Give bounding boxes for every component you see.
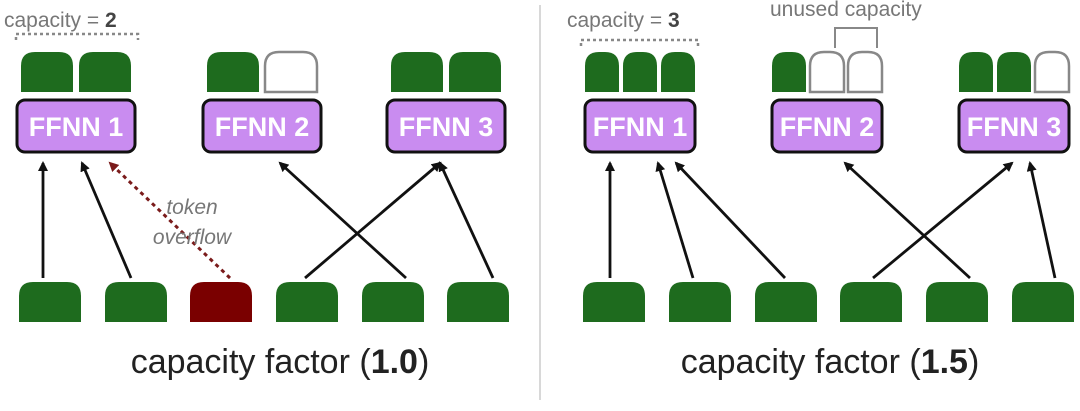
expert-label: FFNN 2 (215, 112, 310, 142)
arrows-left (38, 161, 495, 280)
expert-label: FFNN 3 (967, 112, 1062, 142)
routing-arrow (674, 161, 787, 279)
filled-slot (207, 52, 259, 92)
expert-box (583, 98, 697, 154)
filled-slot (585, 52, 619, 92)
filled-slot (661, 52, 695, 92)
expert-box (770, 98, 884, 154)
overflow-token (190, 282, 252, 322)
token (926, 282, 988, 322)
token (276, 282, 338, 322)
expert-box (201, 98, 323, 154)
filled-slot (21, 52, 73, 92)
token (840, 282, 902, 322)
filled-slot (79, 52, 131, 92)
routing-arrow (655, 161, 695, 279)
unused-capacity-bracket (834, 27, 878, 48)
empty-slot (808, 50, 846, 94)
capacity-factor-label-right: capacity factor (1.5) (681, 343, 980, 381)
filled-slot (391, 52, 443, 92)
capacity-bracket-left (14, 32, 140, 40)
capacity-label-right: capacity = 3 (567, 9, 680, 32)
expert-label: FFNN 1 (29, 112, 124, 142)
routing-arrow (438, 161, 495, 279)
capacity-label-left: capacity = 2 (4, 9, 117, 32)
tokens-right (583, 282, 1074, 322)
slots-left (21, 50, 501, 94)
filled-slot (772, 52, 806, 92)
expert-box (15, 98, 137, 154)
overflow-note-line2: overflow (153, 226, 233, 249)
token (583, 282, 645, 322)
empty-slot (846, 50, 884, 94)
expert-label: FFNN 3 (399, 112, 494, 142)
routing-arrow (278, 161, 407, 280)
token (447, 282, 509, 322)
capacity-bracket-right (579, 38, 700, 46)
expert-box (957, 98, 1071, 154)
panel-left: capacity = 2 FFNN 1 FFNN 2 FFNN 3 token ov… (4, 9, 509, 381)
token (362, 282, 424, 322)
routing-arrow (872, 161, 1014, 280)
filled-slot (997, 52, 1031, 92)
token (105, 282, 167, 322)
token (19, 282, 81, 322)
capacity-factor-label-left: capacity factor (1.0) (131, 343, 430, 381)
unused-capacity-note: unused capacity (770, 0, 922, 21)
tokens-left (19, 282, 509, 322)
expert-label: FFNN 2 (780, 112, 875, 142)
routing-arrow (304, 161, 442, 280)
overflow-arrow (108, 161, 232, 280)
empty-slot (1033, 50, 1071, 94)
overflow-note-line1: token (166, 196, 217, 219)
expert-box (385, 98, 507, 154)
experts-right: FFNN 1 FFNN 2 FFNN 3 (583, 98, 1071, 154)
token (669, 282, 731, 322)
filled-slot (449, 52, 501, 92)
routing-arrow (843, 161, 971, 280)
routing-arrow (1026, 161, 1057, 279)
routing-arrow (80, 161, 133, 279)
filled-slot (959, 52, 993, 92)
slots-right (585, 50, 1071, 94)
empty-slot (263, 50, 319, 94)
arrows-right (605, 161, 1057, 280)
expert-label: FFNN 1 (593, 112, 688, 142)
filled-slot (623, 52, 657, 92)
token (755, 282, 817, 322)
experts-left: FFNN 1 FFNN 2 FFNN 3 (15, 98, 507, 154)
token (1012, 282, 1074, 322)
